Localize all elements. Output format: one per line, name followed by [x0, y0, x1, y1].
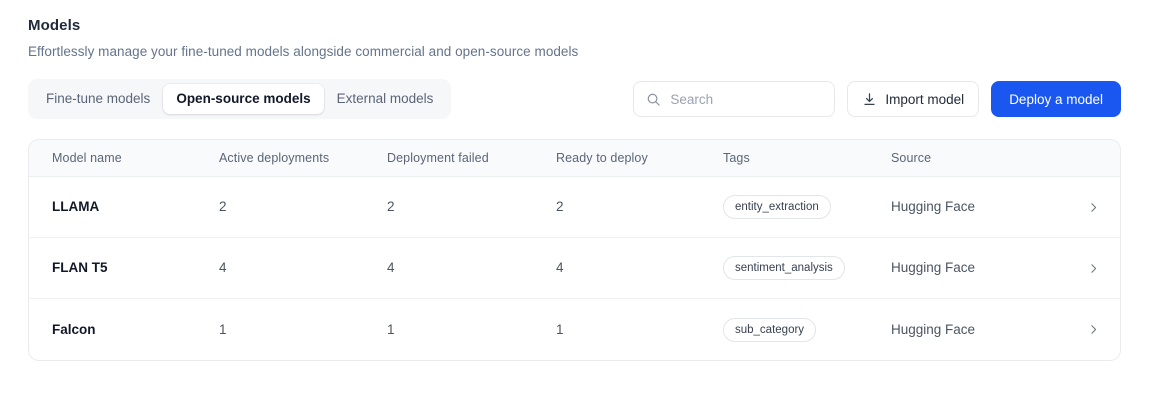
tab-open-source-models[interactable]: Open-source models [163, 84, 324, 114]
cell-deployment-failed: 4 [387, 260, 395, 275]
cell-deployment-failed: 1 [387, 321, 395, 337]
chevron-right-icon [1087, 201, 1100, 214]
cell-tags: sentiment_analysis [700, 256, 868, 280]
row-expand-button[interactable] [1045, 201, 1120, 214]
tag-badge: sub_category [723, 317, 817, 342]
column-header-source: Source [891, 151, 932, 165]
import-model-button[interactable]: Import model [847, 81, 980, 117]
tab-fine-tune-models[interactable]: Fine-tune models [33, 84, 163, 114]
cell-active-deployments: 4 [219, 260, 227, 275]
search-input[interactable] [670, 91, 823, 107]
cell-deployment-failed: 2 [387, 199, 395, 214]
table-row[interactable]: LLAMA 2 2 2 entity_extraction Hugging Fa… [29, 177, 1120, 238]
table-row[interactable]: FLAN T5 4 4 4 sentiment_analysis Hugging… [29, 238, 1120, 299]
column-header-model-name: Model name [52, 151, 122, 165]
cell-source: Hugging Face [891, 199, 976, 214]
column-header-tags: Tags [723, 151, 750, 165]
tag-badge: entity_extraction [723, 195, 831, 219]
import-download-icon [862, 92, 877, 107]
deploy-a-model-button[interactable]: Deploy a model [991, 81, 1121, 117]
search-box[interactable] [633, 81, 836, 117]
row-expand-button[interactable] [1045, 323, 1120, 336]
toolbar: Fine-tune models Open-source models Exte… [28, 79, 1121, 119]
column-header-deployment-failed: Deployment failed [387, 151, 489, 165]
tab-group: Fine-tune models Open-source models Exte… [28, 79, 452, 119]
cell-ready-to-deploy: 4 [556, 260, 564, 275]
page-subtitle: Effortlessly manage your fine-tuned mode… [28, 44, 579, 59]
cell-active-deployments: 2 [219, 199, 227, 214]
cell-ready-to-deploy: 1 [556, 321, 564, 337]
column-header-ready-to-deploy: Ready to deploy [556, 151, 648, 165]
deploy-a-model-label: Deploy a model [1009, 91, 1103, 107]
cell-model-name: LLAMA [52, 199, 100, 214]
cell-model-name: FLAN T5 [52, 260, 108, 275]
chevron-right-icon [1087, 262, 1100, 275]
cell-tags: entity_extraction [700, 195, 868, 219]
tag-badge: sentiment_analysis [723, 256, 845, 280]
import-model-label: Import model [885, 91, 965, 107]
toolbar-actions: Import model Deploy a model [633, 79, 1121, 119]
cell-source: Hugging Face [891, 260, 976, 275]
table-header-row: Model name Active deployments Deployment… [29, 140, 1120, 177]
chevron-right-icon [1087, 323, 1100, 336]
cell-ready-to-deploy: 2 [556, 199, 564, 214]
table-row[interactable]: Falcon 1 1 1 sub_category Hugging Face [29, 299, 1120, 360]
models-table-card: Model name Active deployments Deployment… [28, 139, 1121, 361]
cell-tags: sub_category [700, 317, 868, 342]
cell-active-deployments: 1 [219, 321, 227, 337]
cell-model-name: Falcon [52, 321, 96, 337]
row-expand-button[interactable] [1045, 262, 1120, 275]
search-icon [646, 92, 661, 107]
page-title: Models [28, 17, 81, 34]
tab-external-models[interactable]: External models [324, 84, 447, 114]
column-header-active-deployments: Active deployments [219, 151, 330, 165]
page-header: Models Effortlessly manage your fine-tun… [28, 16, 578, 62]
cell-source: Hugging Face [891, 321, 976, 337]
